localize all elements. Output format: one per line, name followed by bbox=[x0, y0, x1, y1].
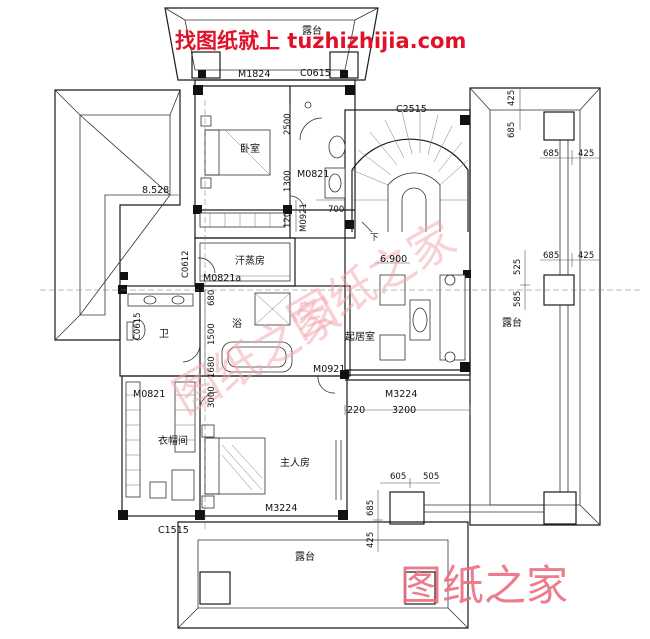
room-terrace-top: 露台 bbox=[302, 24, 322, 37]
room-sauna: 汗蒸房 bbox=[235, 254, 265, 267]
dim-585: 585 bbox=[513, 291, 523, 307]
dim-685-c: 685 bbox=[543, 251, 559, 261]
dim-1680: 1680 bbox=[207, 356, 217, 378]
code-m0821a: M0821a bbox=[203, 273, 241, 284]
columns bbox=[118, 85, 471, 520]
dimension-lines bbox=[120, 88, 600, 552]
sauna-room bbox=[199, 242, 291, 282]
dim-525: 525 bbox=[513, 259, 523, 275]
terrace-bottom bbox=[177, 521, 469, 629]
code-c0615-left: C0615 bbox=[133, 312, 143, 340]
dim-605: 605 bbox=[390, 472, 406, 482]
dim-1200: 1200 bbox=[283, 206, 293, 228]
axis-lines bbox=[40, 100, 640, 530]
dim-2500: 2500 bbox=[283, 113, 293, 135]
level-roof: 8.528 bbox=[142, 185, 169, 196]
code-c0612: C0612 bbox=[181, 250, 191, 278]
terrace-right bbox=[389, 87, 601, 526]
room-terrace-bottom: 露台 bbox=[295, 550, 315, 563]
dim-425-c: 425 bbox=[578, 251, 594, 261]
wardrobe-top bbox=[199, 212, 286, 228]
dim-220: 220 bbox=[347, 405, 365, 416]
dim-680: 680 bbox=[207, 290, 217, 306]
dim-685-a: 685 bbox=[507, 122, 517, 138]
dim-1300: 1300 bbox=[283, 170, 293, 192]
room-toilet: 卫 bbox=[159, 329, 169, 340]
roof-slope-left bbox=[54, 89, 181, 341]
code-c1515: C1515 bbox=[158, 525, 189, 536]
dim-685-b: 685 bbox=[543, 149, 559, 159]
room-terrace-right: 露台 bbox=[502, 316, 522, 329]
watermark-top: 找图纸就上 tuzhizhijia.com bbox=[175, 29, 466, 53]
code-m3224-mid: M3224 bbox=[385, 389, 417, 400]
level-floor: 6.900 bbox=[380, 254, 407, 265]
room-master: 主人房 bbox=[280, 456, 310, 469]
code-c2515: C2515 bbox=[396, 104, 427, 115]
dim-3200: 3200 bbox=[392, 405, 416, 416]
watermark-bottom-right: 图纸之家 bbox=[400, 561, 568, 610]
bath-room bbox=[221, 292, 293, 373]
code-m0821-top: M0821 bbox=[297, 169, 329, 180]
bedroom-bed bbox=[200, 115, 271, 189]
dim-425-b: 425 bbox=[578, 149, 594, 159]
door-swings bbox=[182, 195, 336, 413]
code-m0921-top: M0921 bbox=[299, 203, 309, 232]
code-c0615-top: C0615 bbox=[300, 68, 331, 79]
dim-685-d: 685 bbox=[366, 500, 376, 516]
closet-room bbox=[125, 381, 196, 501]
dim-425-d: 425 bbox=[366, 532, 376, 548]
room-bath: 浴 bbox=[232, 318, 242, 330]
dim-700: 700 bbox=[328, 205, 344, 215]
dim-505: 505 bbox=[423, 472, 439, 482]
master-bed bbox=[201, 424, 342, 509]
code-m0821-left: M0821 bbox=[133, 389, 165, 400]
room-closet: 衣帽间 bbox=[158, 434, 188, 447]
room-bedroom: 卧室 bbox=[240, 142, 260, 155]
dim-3000: 3000 bbox=[207, 386, 217, 408]
code-m1824: M1824 bbox=[238, 69, 270, 80]
code-m0921-mid: M0921 bbox=[313, 364, 345, 375]
bathroom-top-fixtures bbox=[299, 101, 346, 199]
spiral-stair bbox=[351, 111, 469, 233]
stair-down-mark: 下 bbox=[370, 233, 379, 243]
code-m3224-bottom: M3224 bbox=[265, 503, 297, 514]
toilet-room bbox=[126, 293, 194, 341]
terrace-top bbox=[164, 7, 379, 81]
room-living: 起居室 bbox=[345, 330, 375, 343]
dim-425-a: 425 bbox=[507, 90, 517, 106]
dim-1500: 1500 bbox=[207, 323, 217, 345]
living-sofa-set bbox=[379, 274, 466, 363]
